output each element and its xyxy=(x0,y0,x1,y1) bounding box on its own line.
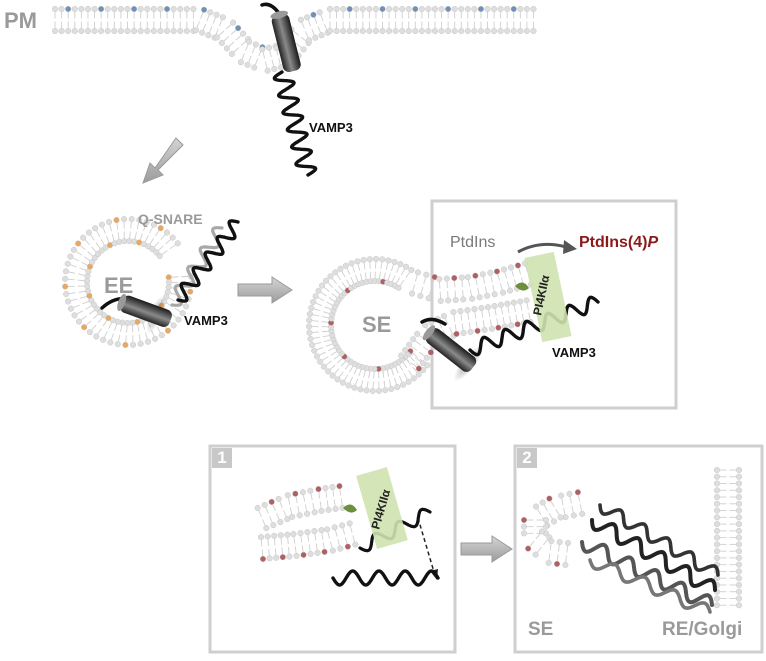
ee-label: EE xyxy=(104,273,133,299)
ptdins-label: PtdIns xyxy=(450,234,495,252)
arrow-panel1-to-panel2 xyxy=(461,536,512,562)
se-label-panel2: SE xyxy=(528,619,553,641)
ptdins4p-label: PtdIns(4)P xyxy=(579,234,658,252)
pm-label: PM xyxy=(4,8,37,34)
se-label-main: SE xyxy=(362,312,391,338)
re-golgi-membrane xyxy=(714,467,742,608)
ptdins4p-prefix: PtdIns(4) xyxy=(579,234,647,251)
arrow-ee-to-se xyxy=(238,277,292,303)
panel-2-number: 2 xyxy=(517,448,537,468)
sorting-endosome-tubule-upper xyxy=(409,261,534,304)
panel2-tubule xyxy=(521,489,585,567)
vamp3-tm-cylinder-pm xyxy=(270,9,302,73)
panel1-helix-lower xyxy=(333,571,438,585)
arrow-ptdins-to-ptdins4p xyxy=(518,240,577,254)
re-golgi-label: RE/Golgi xyxy=(662,619,742,641)
vamp3-ee-helix xyxy=(178,221,238,301)
dashed-arrow-panel1 xyxy=(418,518,438,580)
panel-1-number: 1 xyxy=(212,448,232,468)
vamp3-label-ee: VAMP3 xyxy=(184,313,228,328)
q-snare-label: Q-SNARE xyxy=(138,211,203,227)
vamp3-label-pm: VAMP3 xyxy=(309,120,353,135)
vamp3-label-se: VAMP3 xyxy=(552,345,596,360)
panel2-helix-a xyxy=(592,520,715,590)
ptdins4p-italic: P xyxy=(647,234,658,251)
arrow-pm-to-ee xyxy=(143,138,183,183)
panel1-tubule-upper xyxy=(255,483,345,531)
vamp3-pm-tail xyxy=(262,4,278,12)
helices-layer xyxy=(102,4,718,612)
